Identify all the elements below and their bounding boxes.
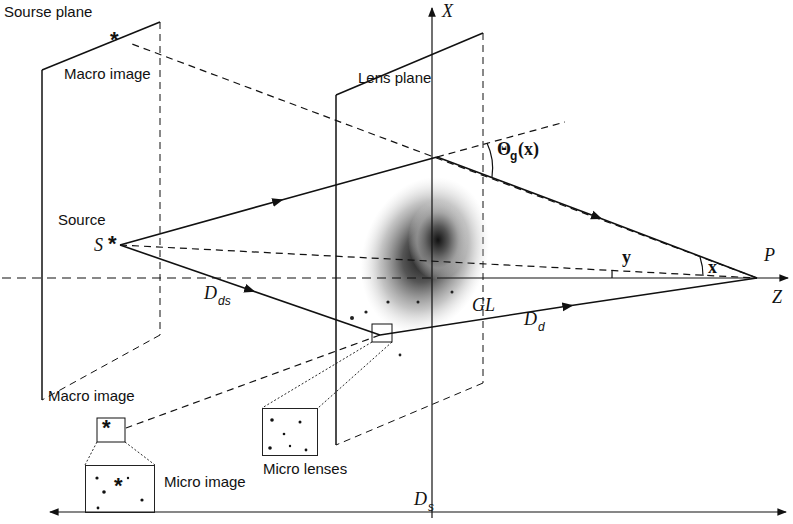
image-star: *	[114, 474, 123, 498]
lens-name: GL	[472, 296, 495, 316]
axis-name: X	[442, 2, 453, 22]
point-name: P	[764, 246, 775, 266]
angle-argument: (x)	[518, 140, 539, 160]
plane-name: Sourse plane	[4, 4, 92, 21]
angle-symbol: Θ	[497, 140, 511, 160]
distance-subscript: ds	[218, 295, 231, 308]
plane-name: Lens plane	[358, 70, 431, 87]
inset-box: Micro lenses	[262, 408, 318, 456]
image-star: *	[102, 416, 111, 440]
image-star: *	[110, 28, 119, 52]
distance-symbol: D	[414, 490, 427, 510]
axis-name: Z	[772, 288, 782, 308]
distance-symbol: D	[204, 284, 217, 304]
source-symbol: S	[94, 236, 103, 256]
angle-symbol: y	[622, 248, 631, 268]
angle-symbol: x	[708, 258, 717, 278]
source-name: Source	[58, 212, 106, 229]
distance-symbol: D	[524, 310, 537, 330]
source-star: *	[108, 232, 117, 256]
image-name: Macro image	[48, 388, 135, 405]
distance-subscript: d	[538, 321, 545, 334]
inset-heading: Micro lenses	[263, 461, 347, 478]
inset-heading: Micro image	[164, 474, 246, 491]
image-name: Macro image	[64, 66, 151, 83]
angle-subscript: g	[510, 150, 517, 163]
inset-box: Micro image	[85, 465, 155, 513]
distance-subscript: s	[428, 501, 434, 514]
